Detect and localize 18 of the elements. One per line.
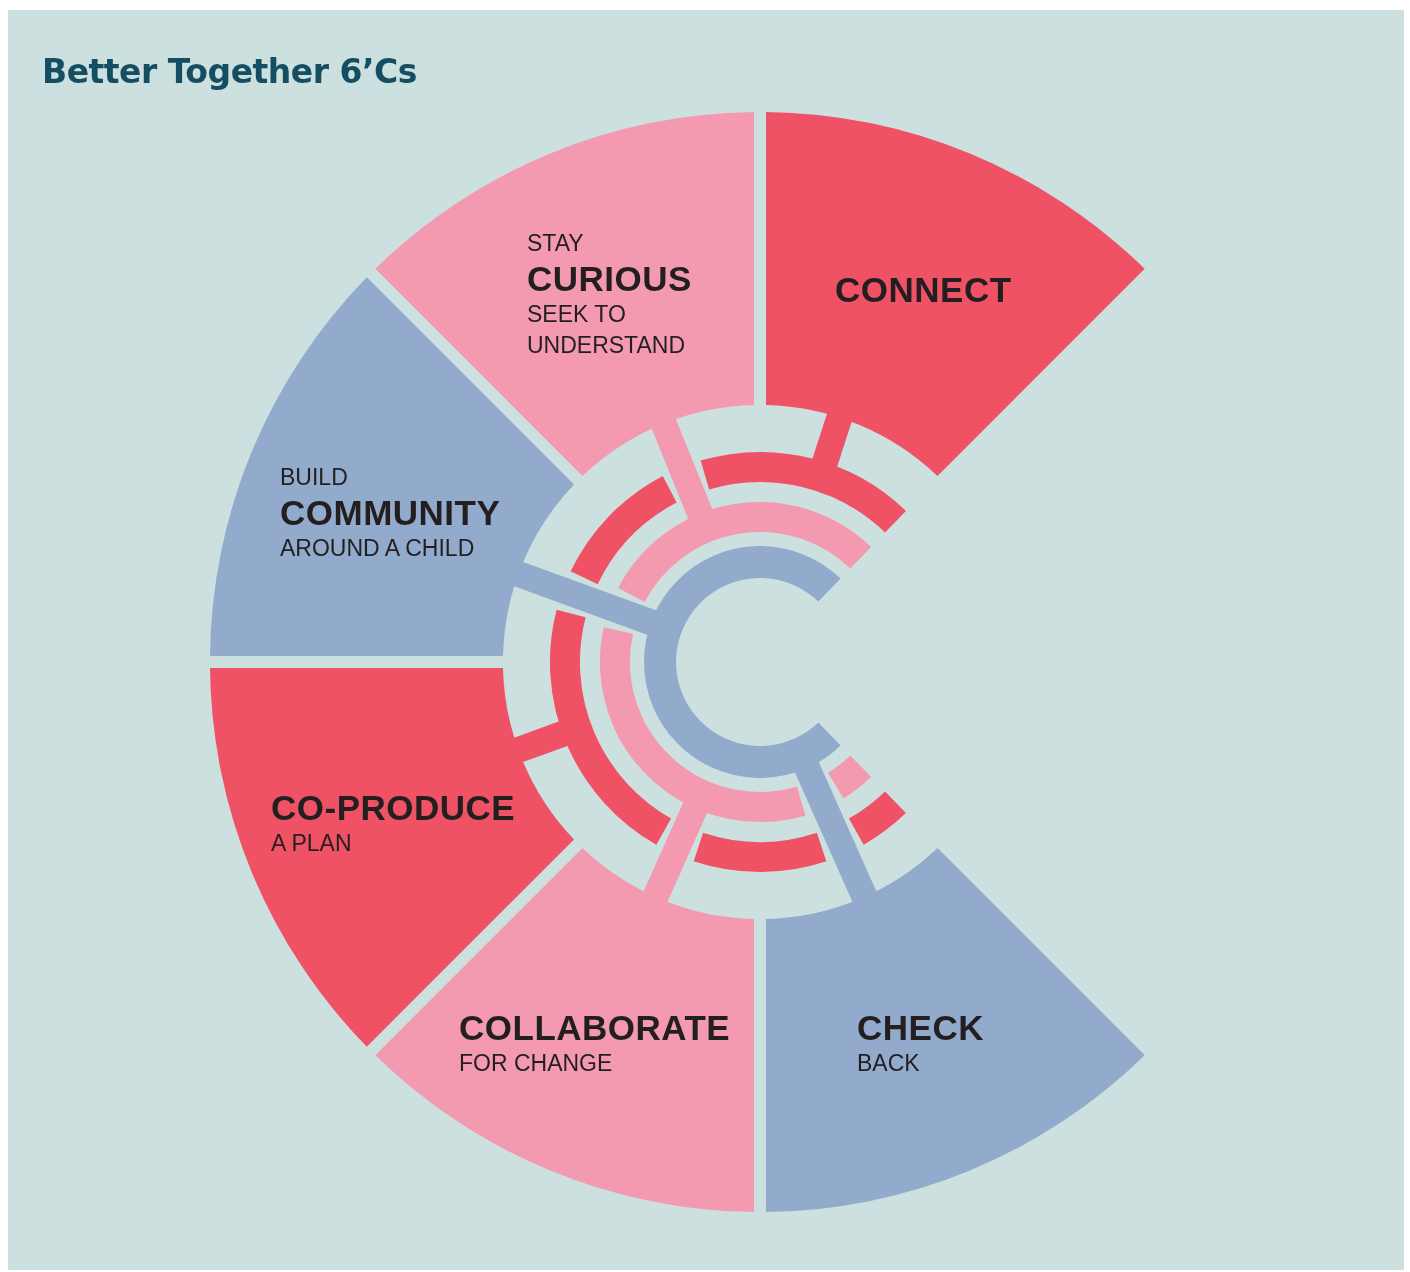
sector-heading: CO-PRODUCE xyxy=(271,788,517,828)
sector-text: BUILD xyxy=(280,463,349,492)
sector-heading: CHECK xyxy=(857,1008,985,1048)
sector-heading: COLLABORATE xyxy=(459,1008,732,1048)
sector-heading: CURIOUS xyxy=(527,259,693,299)
sector-heading: COMMUNITY xyxy=(280,493,502,533)
sector-heading: CONNECT xyxy=(835,270,1013,310)
ring-sector xyxy=(375,848,754,1212)
ring-sector xyxy=(766,848,1145,1212)
sector-text: FOR CHANGE xyxy=(459,1049,614,1078)
ring-sector xyxy=(375,112,754,476)
sector-text: A PLAN xyxy=(271,829,353,858)
sector-text: STAY xyxy=(527,229,585,258)
ring-sector xyxy=(766,112,1145,476)
sector-text: BACK xyxy=(857,1049,921,1078)
title: Better Together 6’Cs xyxy=(42,52,417,91)
sector-text: AROUND A CHILD xyxy=(280,534,476,563)
sector-text: SEEK TO UNDERSTAND xyxy=(527,300,687,360)
